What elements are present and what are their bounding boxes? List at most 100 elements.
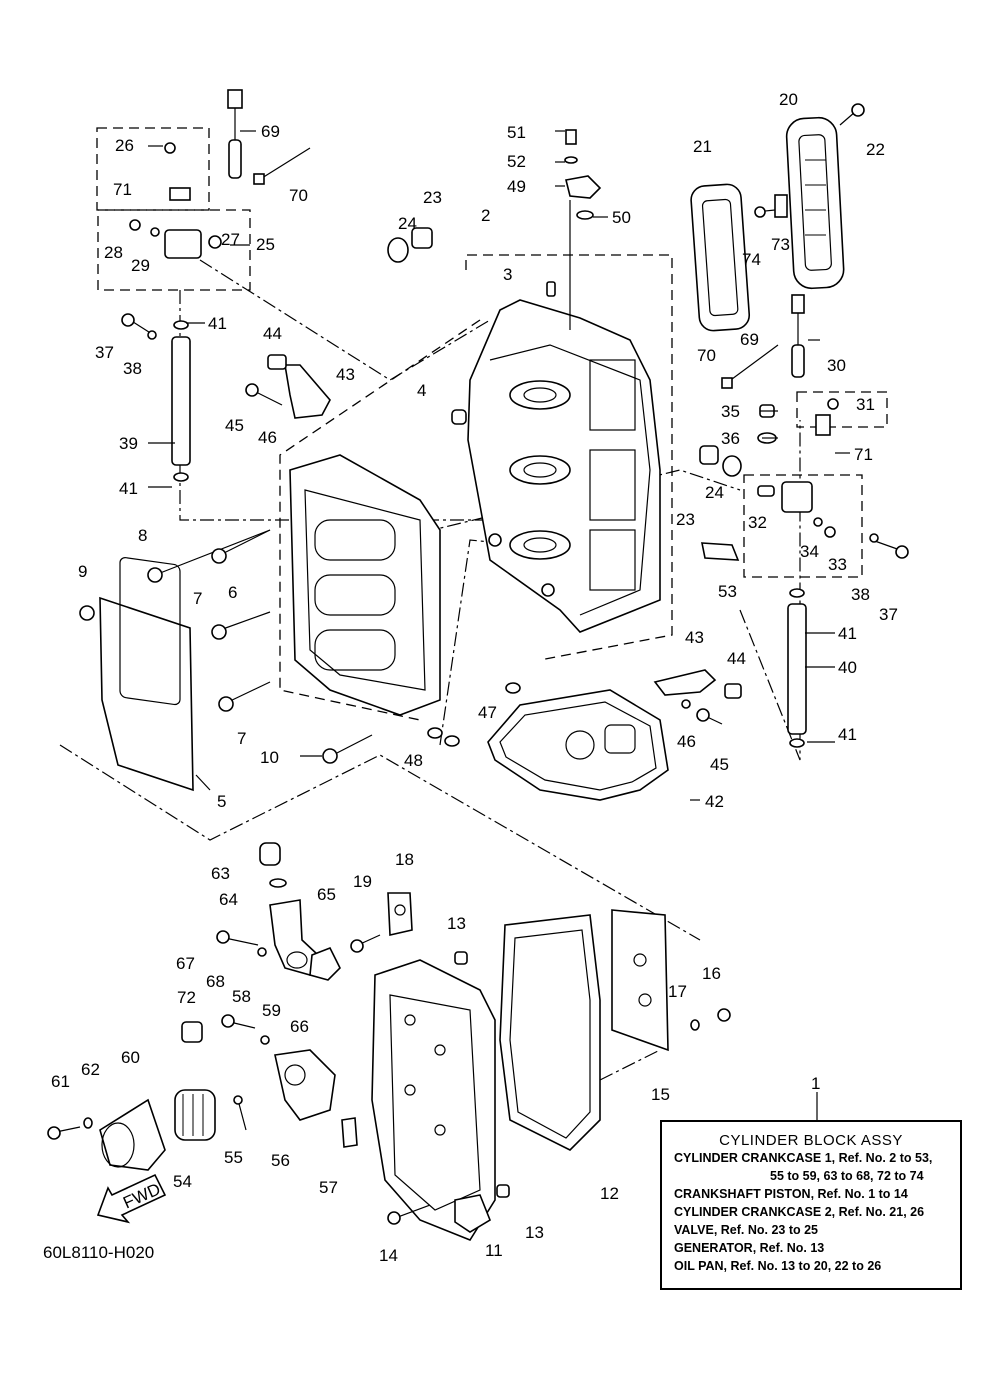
callout-55: 55 <box>224 1148 243 1167</box>
callout-6: 6 <box>228 583 237 602</box>
callout-69-right: 69 <box>740 330 759 349</box>
part-67-68-bolt <box>216 930 267 957</box>
part-43-bracket-lower <box>653 669 742 725</box>
callout-37-top: 37 <box>95 343 114 362</box>
callout-42: 42 <box>705 792 724 811</box>
leader-15 <box>599 1049 661 1081</box>
part-25-valve-top <box>129 142 222 259</box>
callout-35: 35 <box>721 402 740 421</box>
callout-49: 49 <box>507 177 526 196</box>
callout-10: 10 <box>260 748 279 767</box>
part-3-pin <box>546 281 556 297</box>
part-5-cover-plate <box>99 557 194 792</box>
callout-70-top: 70 <box>289 186 308 205</box>
legend-line: VALVE, Ref. No. 23 to 25 <box>674 1223 819 1237</box>
callout-67: 67 <box>176 954 195 973</box>
group-frame-31 <box>796 391 888 428</box>
callout-71-top: 71 <box>113 180 132 199</box>
part-12-gasket <box>499 914 601 1151</box>
callout-38-top: 38 <box>123 359 142 378</box>
legend-line: GENERATOR, Ref. No. 13 <box>674 1241 825 1255</box>
part-69-sensor-top <box>227 89 243 179</box>
callout-45-lower: 45 <box>710 755 729 774</box>
part-53-clip <box>701 542 740 561</box>
callout-12: 12 <box>600 1184 619 1203</box>
part-19-bolt <box>350 934 381 953</box>
callout-30: 30 <box>827 356 846 375</box>
callout-41-a: 41 <box>208 314 227 333</box>
part-20-cover <box>785 116 845 290</box>
callout-43-lower: 43 <box>685 628 704 647</box>
leader-right <box>739 420 801 761</box>
part-56-filter-base <box>274 1049 336 1121</box>
part-55-stud <box>233 1095 247 1131</box>
callout-51: 51 <box>507 123 526 142</box>
part-37-38-bolt <box>121 313 157 340</box>
callout-2: 2 <box>481 206 490 225</box>
callout-69-top: 69 <box>261 122 280 141</box>
part-49-sensor <box>564 129 602 330</box>
part-72-sensor <box>181 1021 203 1043</box>
callout-73: 73 <box>771 235 790 254</box>
callout-4: 4 <box>417 381 426 400</box>
legend-box: CYLINDER BLOCK ASSY CYLINDER CRANKCASE 1… <box>660 1120 962 1290</box>
callout-60: 60 <box>121 1048 140 1067</box>
leader-48 <box>439 539 521 746</box>
callout-40: 40 <box>838 658 857 677</box>
callout-27: 27 <box>221 230 240 249</box>
part-43-bracket-top <box>245 354 331 419</box>
part-60-cup <box>99 1098 166 1171</box>
callout-71-right: 71 <box>854 445 873 464</box>
part-23-24-valve-top <box>387 227 433 263</box>
callout-39: 39 <box>119 434 138 453</box>
part-18-bracket <box>387 892 413 936</box>
callout-38-right: 38 <box>851 585 870 604</box>
callout-58: 58 <box>232 987 251 1006</box>
callout-leaders <box>148 130 850 1120</box>
callout-44-top: 44 <box>263 324 282 343</box>
callout-24-top: 24 <box>398 214 417 233</box>
callout-23-top: 23 <box>423 188 442 207</box>
callout-23-right: 23 <box>676 510 695 529</box>
part-42-gasket <box>487 689 669 801</box>
part-69-sensor-right <box>791 294 805 378</box>
group-frame-25 <box>97 209 251 291</box>
callout-41-d: 41 <box>838 725 857 744</box>
part-70-tie-right <box>721 344 779 389</box>
callout-1: 1 <box>811 1074 820 1093</box>
callout-70-right: 70 <box>697 346 716 365</box>
part-11-bracket <box>454 1194 491 1233</box>
callout-68: 68 <box>206 972 225 991</box>
callout-31: 31 <box>856 395 875 414</box>
callout-24-right: 24 <box>705 483 724 502</box>
callout-65: 65 <box>317 885 336 904</box>
callout-41-c: 41 <box>838 624 857 643</box>
callout-9: 9 <box>78 562 87 581</box>
part-58-59 <box>221 1014 270 1045</box>
group-frame-crankcase-1 <box>465 254 673 661</box>
callout-22: 22 <box>866 140 885 159</box>
part-2-cylinder-block <box>467 299 661 633</box>
part-9-nut <box>79 605 95 621</box>
callout-56: 56 <box>271 1151 290 1170</box>
callout-18: 18 <box>395 850 414 869</box>
part-40-hose <box>787 588 807 748</box>
part-13-dowel-top <box>454 951 468 965</box>
callout-50: 50 <box>612 208 631 227</box>
legend-title: CYLINDER BLOCK ASSY <box>719 1132 903 1149</box>
leader-block <box>199 259 491 381</box>
legend-line: CYLINDER CRANKCASE 1, Ref. No. 2 to 53, <box>674 1151 933 1165</box>
callout-63: 63 <box>211 864 230 883</box>
callout-13-top: 13 <box>447 914 466 933</box>
callout-43-top: 43 <box>336 365 355 384</box>
callout-61: 61 <box>51 1072 70 1091</box>
group-frame-30 <box>743 474 863 578</box>
callout-41-b: 41 <box>119 479 138 498</box>
callout-46-top: 46 <box>258 428 277 447</box>
part-21-gasket <box>690 183 751 332</box>
callout-3: 3 <box>503 265 512 284</box>
callout-48: 48 <box>404 751 423 770</box>
part-30-valve-right <box>757 398 839 538</box>
part-63-64 <box>259 842 287 888</box>
callout-72: 72 <box>177 988 196 1007</box>
